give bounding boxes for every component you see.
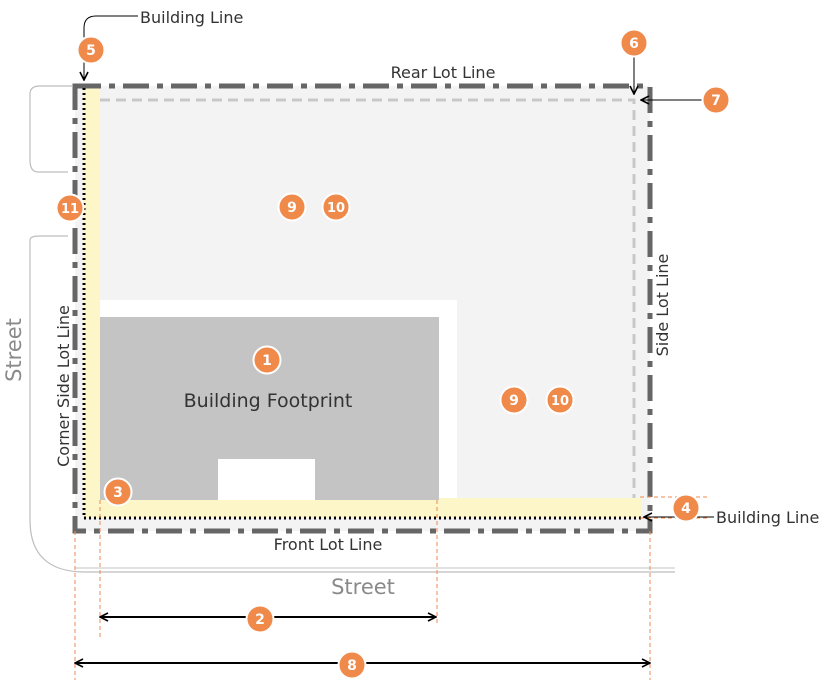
badge-11-text: 11 xyxy=(61,202,79,217)
badge-10-side-text: 10 xyxy=(551,394,569,409)
badge-11: 11 xyxy=(55,193,85,223)
corner-side-setback xyxy=(84,88,100,518)
badge-9-side-text: 9 xyxy=(509,393,519,409)
badge-9-side: 9 xyxy=(499,385,529,415)
badge-10-rear-text: 10 xyxy=(327,201,345,216)
badge-6: 6 xyxy=(619,28,649,58)
setback-boundary xyxy=(100,98,636,498)
building-footprint-label: Building Footprint xyxy=(184,390,353,412)
building-line xyxy=(82,88,642,520)
street-label-left: Street xyxy=(2,318,26,382)
front-lot-line-label: Front Lot Line xyxy=(274,535,383,554)
badge-4-text: 4 xyxy=(681,501,691,517)
badge-10-side: 10 xyxy=(545,385,575,415)
corner-side-lot-line-label: Corner Side Lot Line xyxy=(54,305,73,467)
street-label-bottom: Street xyxy=(331,575,395,599)
badge-5-text: 5 xyxy=(86,43,96,59)
badge-8: 8 xyxy=(337,650,367,680)
side-lot-line-label: Side Lot Line xyxy=(653,254,672,357)
badge-4: 4 xyxy=(671,493,701,523)
badge-5: 5 xyxy=(76,35,106,65)
building-line-label-top: Building Line xyxy=(140,8,243,27)
badge-1: 1 xyxy=(252,345,282,375)
building-line-label-right: Building Line xyxy=(716,508,819,527)
badge-10-rear: 10 xyxy=(321,192,351,222)
badge-6-text: 6 xyxy=(629,36,639,52)
badge-9-rear-text: 9 xyxy=(287,200,297,216)
badge-8-text: 8 xyxy=(347,658,357,674)
rear-lot-line-label: Rear Lot Line xyxy=(391,63,496,82)
badge-2-text: 2 xyxy=(255,612,265,628)
badge-7: 7 xyxy=(701,85,731,115)
callout-building-line-top xyxy=(84,15,138,80)
building-notch xyxy=(218,459,315,500)
street-curb-outline xyxy=(29,85,675,573)
badge-1-text: 1 xyxy=(262,353,272,369)
badge-9-rear: 9 xyxy=(277,192,307,222)
badge-3: 3 xyxy=(103,477,133,507)
badge-2: 2 xyxy=(245,604,275,634)
front-setback xyxy=(84,498,642,518)
badge-3-text: 3 xyxy=(113,485,123,501)
badge-7-text: 7 xyxy=(711,93,721,109)
